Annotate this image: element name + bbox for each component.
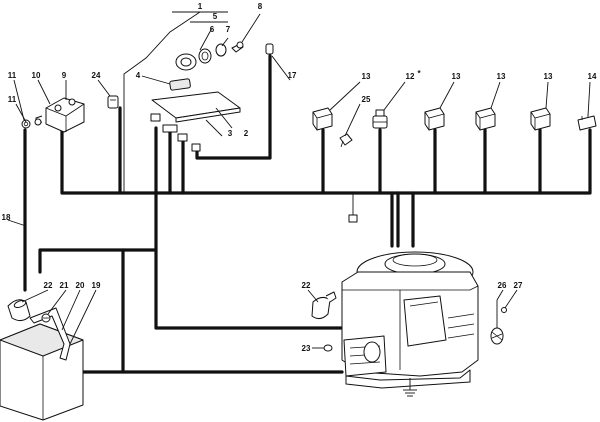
callout-21: 21 <box>60 281 69 290</box>
callout-13b: 13 <box>452 72 461 81</box>
safety-switch-13a-icon <box>312 107 333 131</box>
terminal-screw-21-icon <box>41 313 51 323</box>
safety-switch-13d-icon <box>530 107 551 131</box>
harness-wire-battery-branch <box>38 191 158 274</box>
callout-9: 9 <box>62 71 67 80</box>
callout-11b: 11 <box>8 95 17 104</box>
callout-22b: 22 <box>302 281 311 290</box>
grommet-23-icon <box>323 344 333 352</box>
callout-11a: 11 <box>8 71 17 80</box>
callout-12: 12 <box>406 72 415 81</box>
wire-tag <box>177 133 188 142</box>
engine-icon <box>341 251 479 397</box>
leader-lines <box>7 11 591 349</box>
callout-18: 18 <box>2 213 11 222</box>
callout-20: 20 <box>76 281 85 290</box>
callout-1: 1 <box>198 2 203 11</box>
relay-24-icon <box>107 95 119 109</box>
ignition-switch-icon <box>175 41 244 71</box>
terminal-nut-11-icon <box>21 118 42 129</box>
callout-26: 26 <box>498 281 507 290</box>
connector-14-icon <box>577 114 597 131</box>
screw-27-icon <box>501 307 507 313</box>
callout-12-star: * <box>417 69 421 78</box>
harness-wire-starter <box>154 248 344 330</box>
harness-main-trunk <box>60 128 592 195</box>
callout-23: 23 <box>302 344 311 353</box>
callout-6: 6 <box>210 25 215 34</box>
safety-switch-25-icon <box>339 133 353 148</box>
callout-27: 27 <box>514 281 523 290</box>
callout-13a: 13 <box>362 72 371 81</box>
callout-14: 14 <box>588 72 597 81</box>
wiring-harness <box>23 54 592 374</box>
callout-5: 5 <box>213 12 218 21</box>
callout-17: 17 <box>288 71 297 80</box>
fuse-4-icon <box>169 78 191 91</box>
harness-wire-17 <box>195 54 272 160</box>
battery-strap-20-icon <box>29 307 71 361</box>
headlight-bulb-8-icon <box>265 43 274 55</box>
callout-24: 24 <box>92 71 101 80</box>
dash-panel-group <box>150 41 274 152</box>
wire-tag <box>150 113 161 122</box>
ground-lead-26-icon <box>490 300 504 345</box>
callout-labels: 1 5 6 7 8 4 2 3 11 11 10 9 24 17 13 25 1… <box>2 2 597 353</box>
callout-8: 8 <box>258 2 263 11</box>
starter-solenoid-icon <box>35 97 85 133</box>
callout-22a: 22 <box>44 281 53 290</box>
terminal-cap-22a-icon <box>7 299 31 322</box>
harness-plug <box>348 214 358 223</box>
wire-tag <box>191 143 201 152</box>
wire-tag <box>162 124 178 133</box>
callout-10: 10 <box>32 71 41 80</box>
spark-plug-cap-22b-icon <box>311 291 337 320</box>
battery-19-icon <box>0 323 84 421</box>
safety-switch-13b-icon <box>424 107 445 131</box>
callout-4: 4 <box>136 71 141 80</box>
callout-25: 25 <box>362 95 371 104</box>
callout-3: 3 <box>228 129 233 138</box>
callout-7: 7 <box>226 25 231 34</box>
callout-13d: 13 <box>544 72 553 81</box>
callout-19: 19 <box>92 281 101 290</box>
callout-2: 2 <box>244 129 249 138</box>
callout-13c: 13 <box>497 72 506 81</box>
safety-switch-13c-icon <box>475 107 496 131</box>
oil-pressure-sensor-12-icon <box>372 109 388 129</box>
